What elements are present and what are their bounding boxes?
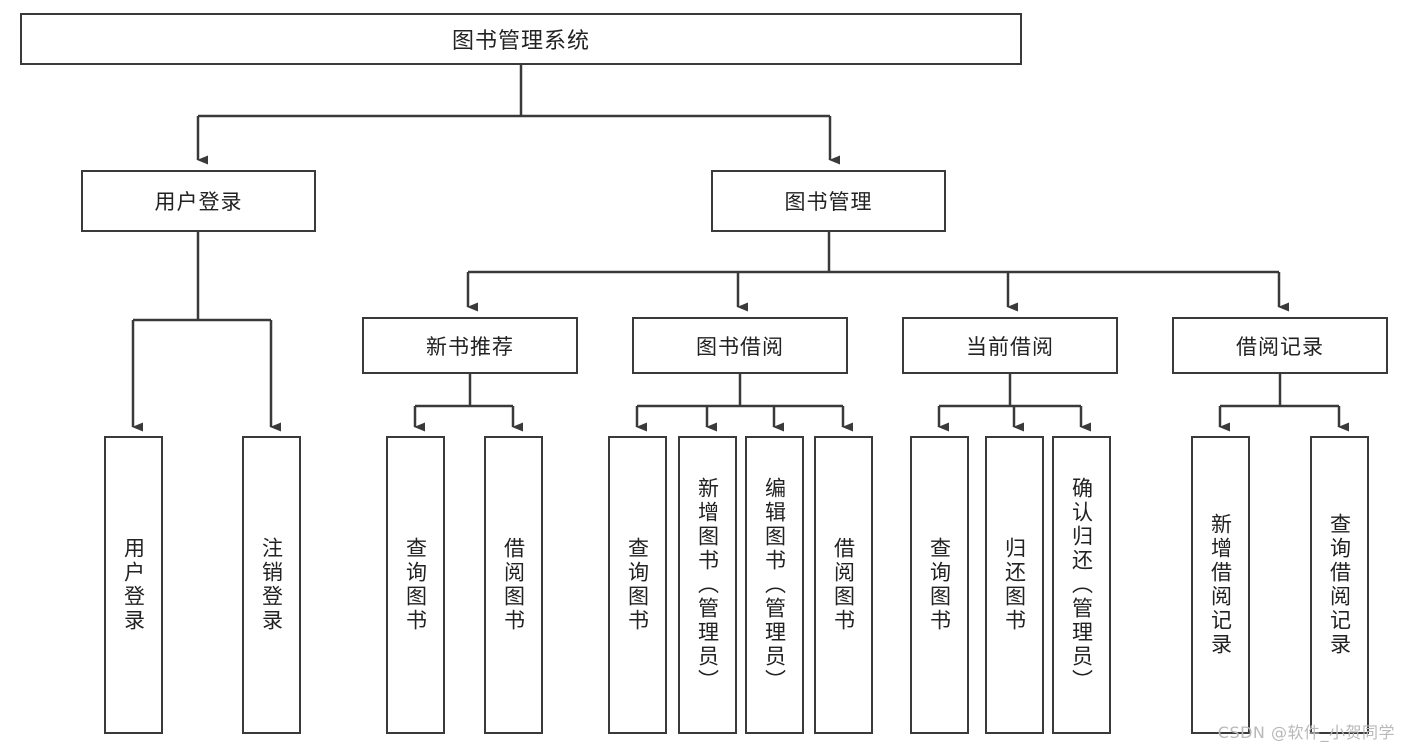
leaf-confirm-return[interactable]: 确认归还（管理员）: [1052, 436, 1111, 734]
node-book-manage-label: 图书管理: [784, 190, 873, 214]
leaf-node-label: 注销登录: [259, 537, 284, 633]
leaf-node-label: 新增借阅记录: [1208, 513, 1233, 657]
node-user-login[interactable]: 用户登录: [81, 170, 316, 232]
node-borrow-record-label: 借阅记录: [1236, 334, 1324, 359]
leaf-node-label: 归还图书: [1002, 537, 1027, 633]
leaf-query-book-1[interactable]: 查询图书: [386, 436, 445, 734]
leaf-node-label: 新增图书（管理员）: [695, 477, 720, 693]
leaf-node-label: 确认归还（管理员）: [1069, 477, 1094, 693]
leaf-add-book[interactable]: 新增图书（管理员）: [678, 436, 737, 734]
leaf-user-login[interactable]: 用户登录: [104, 436, 163, 734]
node-current-borrow[interactable]: 当前借阅: [902, 317, 1118, 374]
node-new-book-rec[interactable]: 新书推荐: [362, 317, 578, 374]
node-user-login-label: 用户登录: [154, 190, 243, 214]
leaf-node-label: 查询图书: [625, 537, 650, 633]
leaf-borrow-book-1[interactable]: 借阅图书: [484, 436, 543, 734]
node-book-borrow-label: 图书借阅: [696, 334, 784, 359]
leaf-node-label: 借阅图书: [831, 537, 856, 633]
leaf-node-label: 编辑图书（管理员）: [762, 477, 787, 693]
leaf-query-book-3[interactable]: 查询图书: [910, 436, 969, 734]
leaf-node-label: 借阅图书: [501, 537, 526, 633]
leaf-node-label: 查询借阅记录: [1327, 513, 1352, 657]
node-book-borrow[interactable]: 图书借阅: [632, 317, 848, 374]
leaf-logout[interactable]: 注销登录: [242, 436, 301, 734]
leaf-node-label: 查询图书: [403, 537, 428, 633]
leaf-query-record[interactable]: 查询借阅记录: [1310, 436, 1369, 734]
leaf-node-label: 用户登录: [121, 537, 146, 633]
leaf-node-label: 查询图书: [927, 537, 952, 633]
node-root-label: 图书管理系统: [451, 29, 590, 54]
leaf-edit-book[interactable]: 编辑图书（管理员）: [745, 436, 804, 734]
leaf-add-record[interactable]: 新增借阅记录: [1191, 436, 1250, 734]
node-root[interactable]: 图书管理系统: [20, 13, 1022, 65]
node-new-book-rec-label: 新书推荐: [426, 334, 514, 359]
node-book-manage[interactable]: 图书管理: [711, 170, 946, 232]
node-current-borrow-label: 当前借阅: [966, 334, 1054, 359]
leaf-query-book-2[interactable]: 查询图书: [608, 436, 667, 734]
leaf-return-book[interactable]: 归还图书: [985, 436, 1044, 734]
leaf-borrow-book-2[interactable]: 借阅图书: [814, 436, 873, 734]
node-borrow-record[interactable]: 借阅记录: [1172, 317, 1388, 374]
